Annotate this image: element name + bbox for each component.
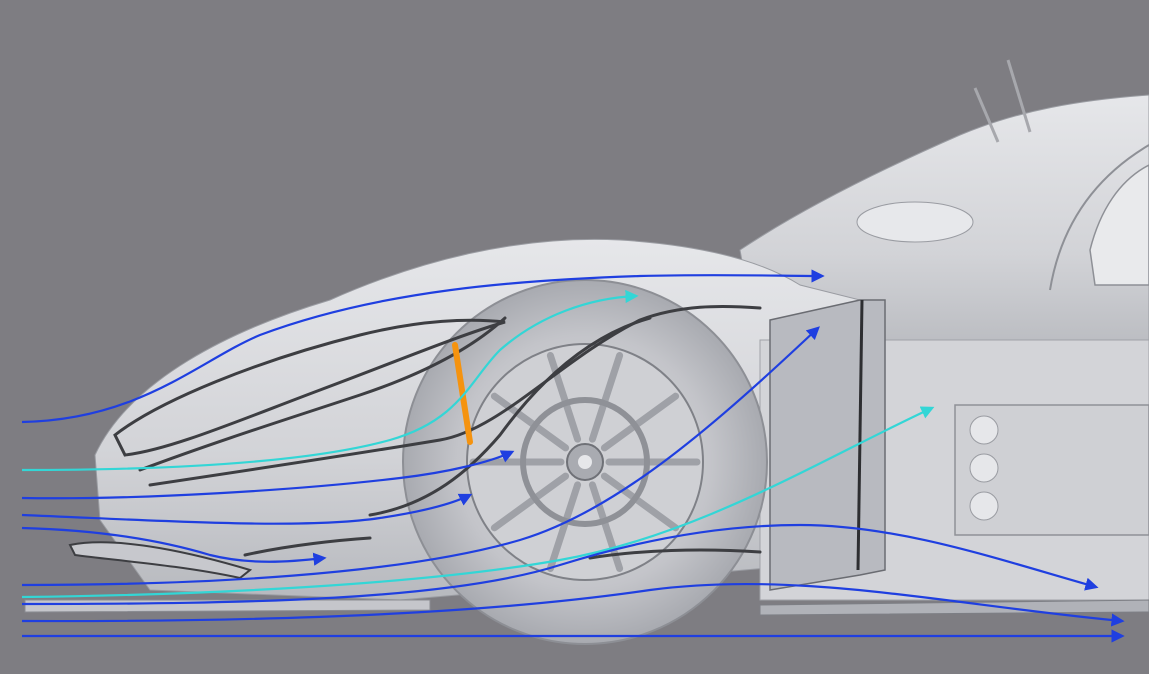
floor-strake	[588, 548, 762, 560]
streamline-lower-duct	[21, 526, 327, 566]
wheel-spoke	[546, 481, 582, 573]
antenna-2	[1006, 59, 1032, 133]
streamline-upper-body	[21, 269, 825, 424]
sidepod-port-3	[969, 491, 999, 521]
streamline-wheel-wake	[21, 326, 820, 587]
wheel-spoke	[588, 351, 624, 443]
wheel-spoke	[600, 472, 680, 532]
vent-edge	[856, 299, 864, 571]
fender-blade-lower	[368, 316, 652, 517]
streamline-sidepod-cyan	[21, 406, 935, 599]
flow-streamlines	[21, 269, 1125, 643]
wheel-spoke	[600, 392, 680, 452]
sidepod-port-1	[969, 415, 999, 445]
nose-upper-line	[138, 316, 507, 472]
side-window	[1089, 164, 1149, 286]
lower-duct	[243, 536, 372, 557]
door-frame	[1049, 144, 1149, 291]
wheel-spoke	[490, 392, 570, 452]
streamline-underbody	[21, 523, 1099, 606]
streamline-floor	[21, 582, 1125, 627]
antenna-1	[973, 87, 1000, 143]
stagnation-marker	[452, 342, 473, 445]
wheel-spoke	[546, 351, 582, 443]
headlight-outline	[113, 318, 506, 457]
wheel-spokes	[469, 351, 701, 573]
streamline-through-fender	[21, 450, 515, 500]
wheel-arch-vent	[769, 299, 886, 591]
floor-edge	[759, 599, 1149, 616]
wheel-spoke	[490, 472, 570, 532]
canard	[68, 541, 253, 580]
front-wheel	[402, 279, 768, 645]
streamline-fender-top	[21, 289, 639, 472]
center-lock	[578, 455, 592, 469]
brake-disc	[520, 397, 650, 527]
fender-blade-upper	[148, 304, 762, 487]
body-panel-lines	[113, 304, 762, 560]
side-mirror	[856, 201, 974, 243]
streamline-wheel-inner	[21, 493, 473, 525]
sidepod-port-2	[969, 453, 999, 483]
